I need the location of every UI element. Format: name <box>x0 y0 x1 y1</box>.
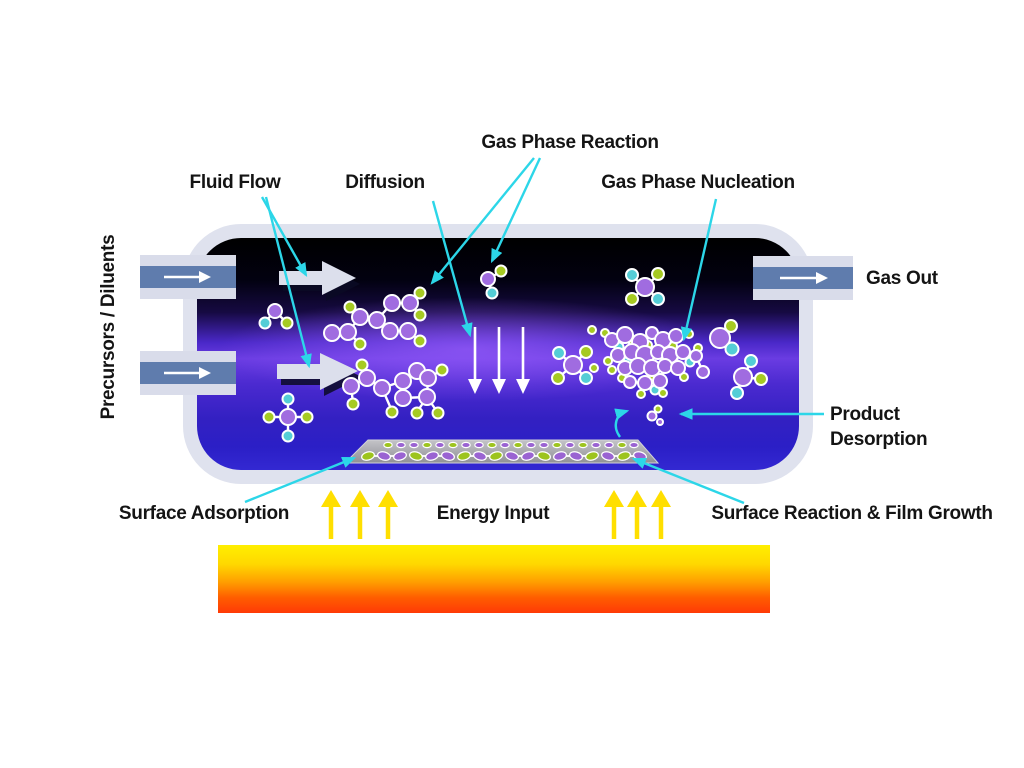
label-surface-reaction-film-growth: Surface Reaction & Film Growth <box>711 503 993 524</box>
outlet-flow-arrow <box>780 272 828 284</box>
label-diffusion: Diffusion <box>345 172 425 193</box>
label-gas-out: Gas Out <box>866 268 938 289</box>
molecule-plus-lower-left <box>262 392 314 443</box>
molecule-bent-inlet <box>258 303 294 330</box>
inlet-top-flow-arrow <box>164 271 211 283</box>
label-fluid-flow: Fluid Flow <box>189 172 281 193</box>
label-energy-input: Energy Input <box>436 503 550 524</box>
gas-phase-reaction-callout-1 <box>430 157 535 285</box>
callout-lines <box>244 157 824 505</box>
fluid-flow-callout-2 <box>264 196 312 369</box>
molecule-triatomic-top-center <box>480 264 508 300</box>
molecule-triatomic-right <box>709 319 740 357</box>
diffusion-callout <box>431 200 473 338</box>
desorption-curved-arrow <box>614 408 630 438</box>
gas-phase-nucleation-callout <box>680 198 718 342</box>
nucleation-cluster <box>587 325 710 399</box>
label-precursors-diluents: Precursors / Diluents <box>98 234 119 420</box>
molecule-chain-lower-left <box>342 358 449 420</box>
adsorbed-molecules-bottom-row <box>361 451 647 461</box>
substrate-plate <box>343 439 660 464</box>
adsorbed-molecules-top-row <box>383 441 639 449</box>
label-product-desorption: Product Desorption <box>830 404 928 450</box>
label-gas-phase-reaction: Gas Phase Reaction <box>481 132 659 153</box>
energy-input-arrows <box>321 490 671 539</box>
label-gas-phase-nucleation: Gas Phase Nucleation <box>601 172 795 193</box>
fluid-flow-arrow-top <box>279 261 360 301</box>
molecule-x-center <box>551 345 593 385</box>
label-surface-adsorption: Surface Adsorption <box>118 503 290 524</box>
gas-phase-reaction-callout-2 <box>490 157 542 264</box>
surface-reaction-callout <box>631 457 745 505</box>
heat-source-bar <box>218 545 770 613</box>
desorbed-product-molecule <box>646 404 664 426</box>
molecule-tetra-right <box>730 354 768 400</box>
inlet-bottom-flow-arrow <box>164 367 211 379</box>
fluid-flow-arrow-bottom <box>277 353 362 396</box>
surface-adsorption-callout <box>244 456 357 504</box>
diffusion-arrows <box>468 327 530 394</box>
molecule-chain-upper-left <box>323 286 427 351</box>
molecule-x-upper-right <box>625 267 665 306</box>
